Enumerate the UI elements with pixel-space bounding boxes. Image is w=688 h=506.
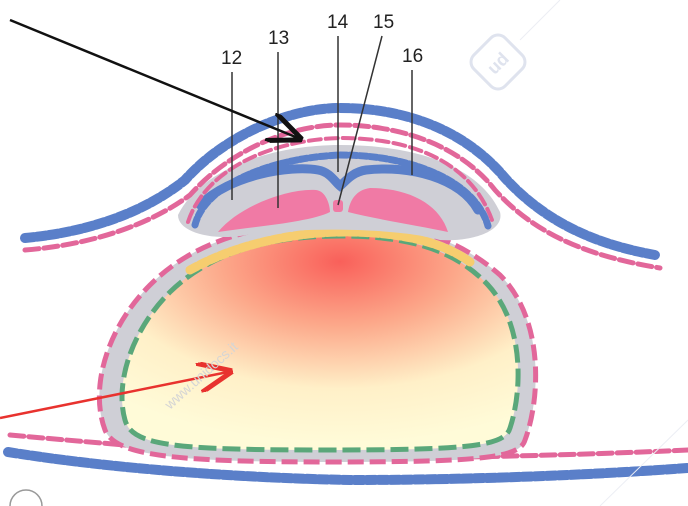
watermark-line-bottom [600,420,688,506]
label-12: 12 [221,48,242,69]
label-13: 13 [268,28,289,49]
watermark-logo-text: ud [483,49,513,79]
primitive-node [333,200,343,212]
watermark-logo: ud [467,31,529,93]
label-15: 15 [373,12,394,33]
label-16: 16 [402,46,423,67]
watermark-line-top [520,0,560,40]
corner-circle-icon [10,490,42,506]
label-14: 14 [327,12,349,33]
black-pointer-arrow-icon [10,20,298,138]
